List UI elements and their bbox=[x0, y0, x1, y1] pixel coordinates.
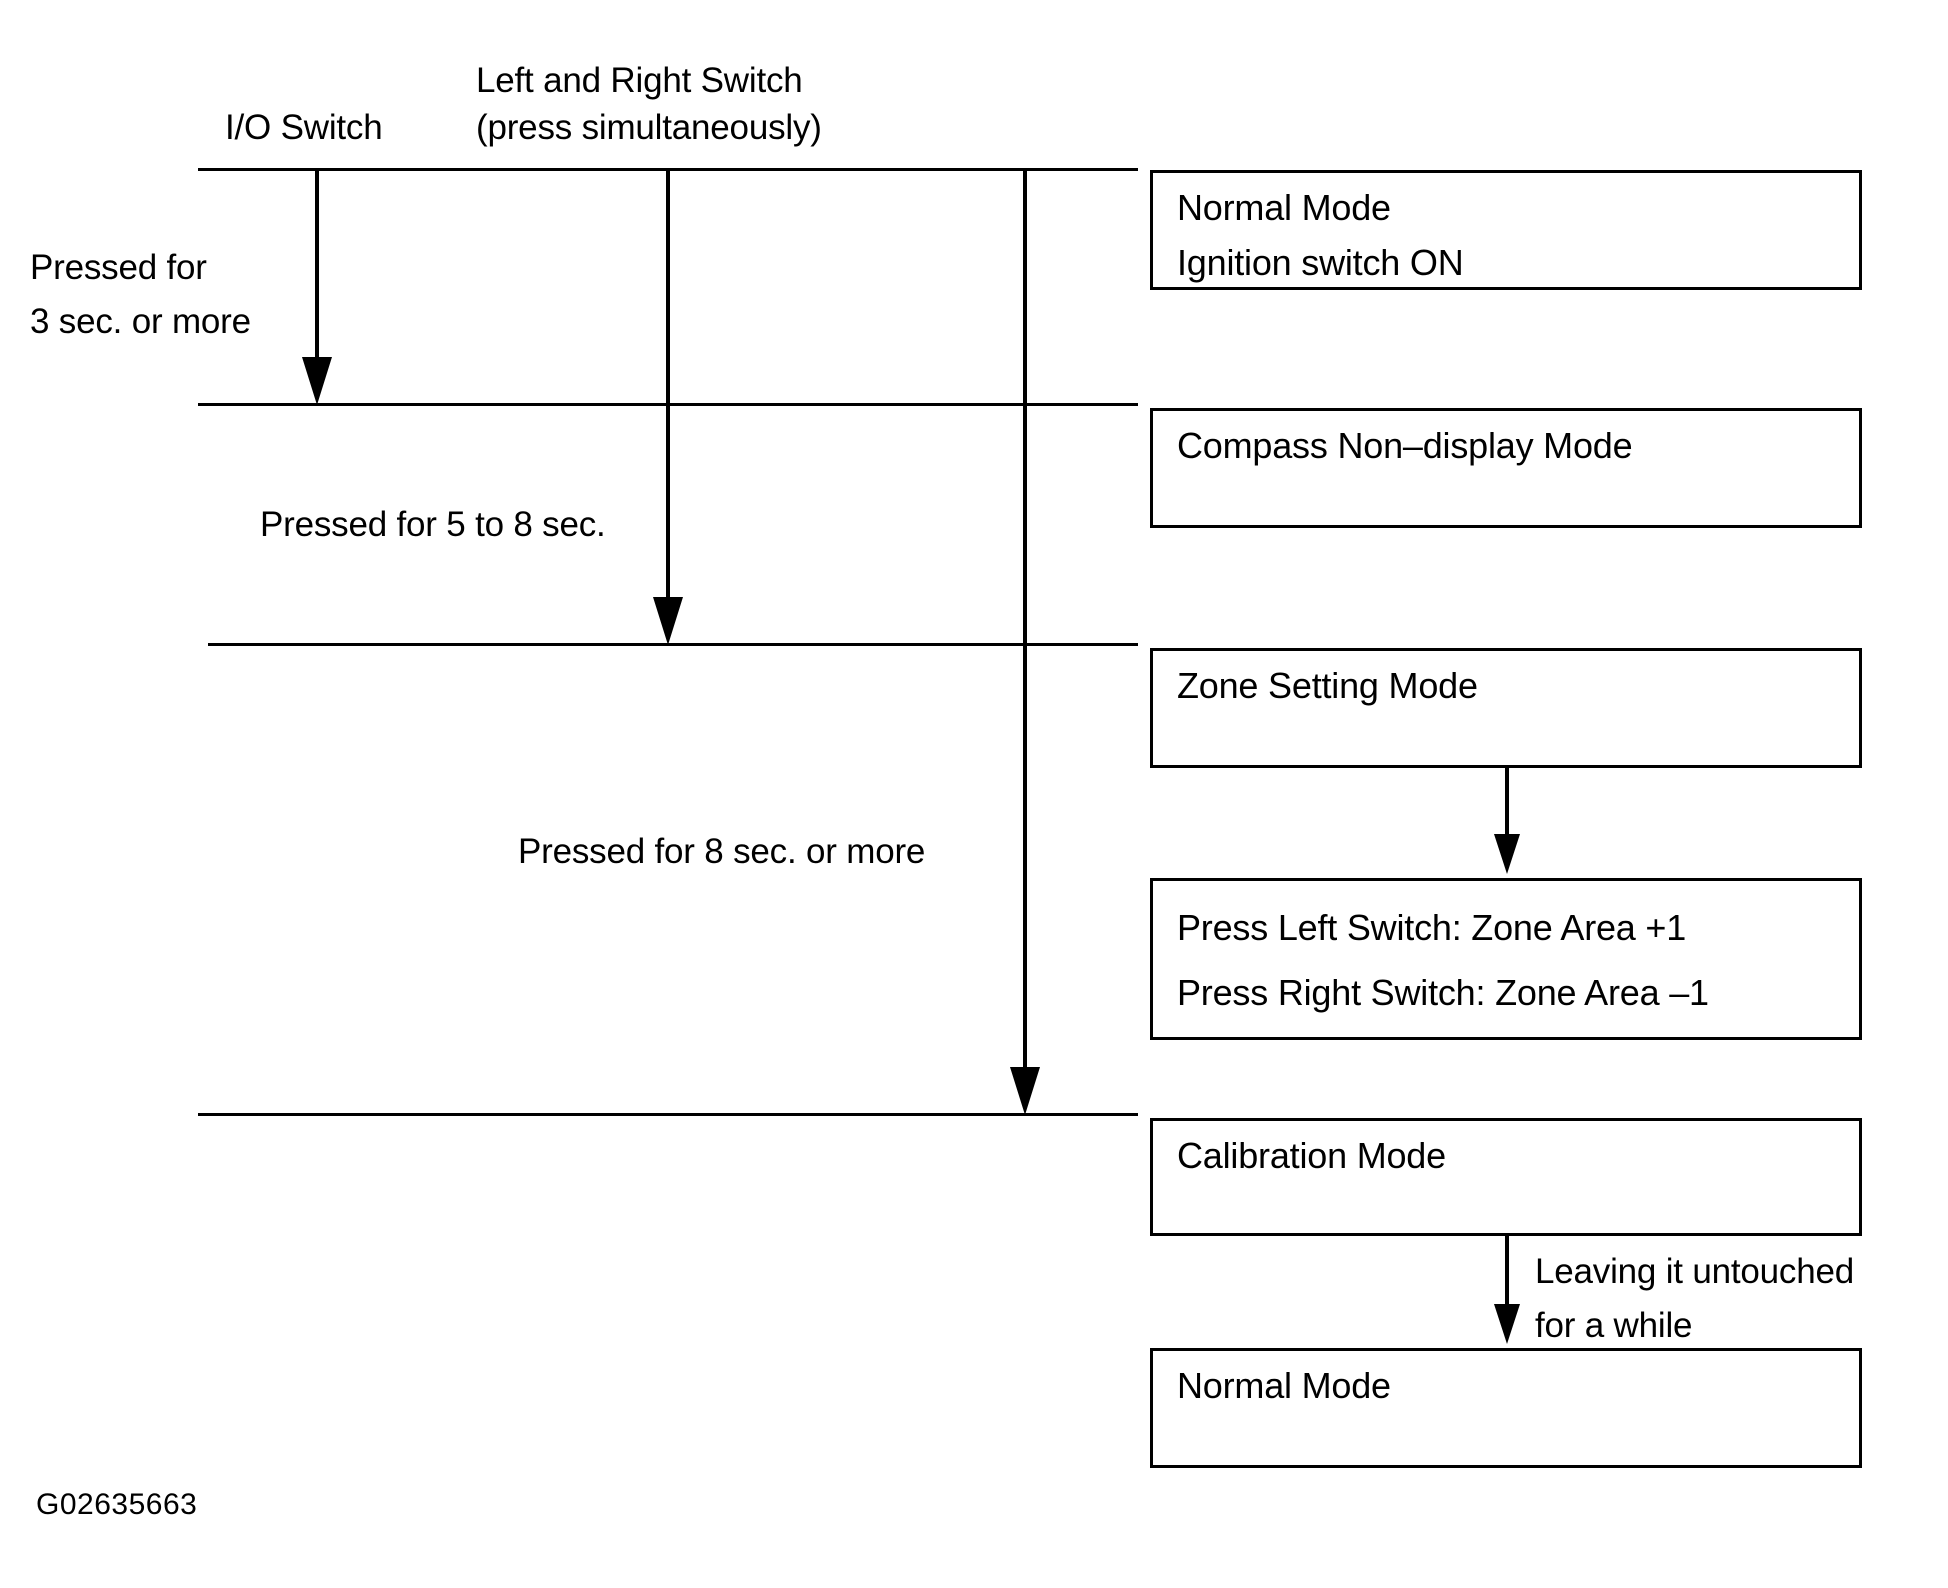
calibration-line1: Calibration Mode bbox=[1177, 1135, 1446, 1176]
left-right-5to8-arrowhead-icon bbox=[653, 597, 683, 645]
mode-box-zone-area-adjust: Press Left Switch: Zone Area +1 Press Ri… bbox=[1150, 878, 1862, 1040]
left-right-switch-header-line2: (press simultaneously) bbox=[476, 108, 822, 147]
press-3sec-label-line2: 3 sec. or more bbox=[30, 302, 251, 341]
calibration-to-normal-line bbox=[1505, 1236, 1509, 1308]
zone-setting-to-zone-area-line bbox=[1505, 768, 1509, 838]
zone-setting-to-zone-area-arrowhead-icon bbox=[1494, 834, 1520, 874]
press-3sec-label-line1: Pressed for bbox=[30, 248, 207, 287]
mode-box-normal-mode-initial: Normal Mode Ignition switch ON bbox=[1150, 170, 1862, 290]
io-switch-arrowhead-icon bbox=[302, 357, 332, 405]
compass-non-display-line1: Compass Non–display Mode bbox=[1177, 425, 1633, 466]
mode-box-normal-mode-final: Normal Mode bbox=[1150, 1348, 1862, 1468]
normal-mode-initial-line2: Ignition switch ON bbox=[1177, 242, 1464, 283]
leave-untouched-label-line2: for a while bbox=[1535, 1306, 1693, 1345]
left-right-switch-header-line1: Left and Right Switch bbox=[476, 61, 803, 100]
mode-box-zone-setting: Zone Setting Mode bbox=[1150, 648, 1862, 768]
io-switch-line bbox=[315, 168, 319, 363]
divider-calibration bbox=[198, 1113, 1138, 1116]
figure-id-code: G02635663 bbox=[36, 1488, 198, 1521]
mode-box-compass-non-display: Compass Non–display Mode bbox=[1150, 408, 1862, 528]
io-switch-header: I/O Switch bbox=[225, 108, 383, 147]
normal-mode-initial-line1: Normal Mode bbox=[1177, 187, 1391, 228]
calibration-to-normal-arrowhead-icon bbox=[1494, 1304, 1520, 1344]
leave-untouched-label-line1: Leaving it untouched bbox=[1535, 1252, 1855, 1291]
zone-setting-line1: Zone Setting Mode bbox=[1177, 665, 1478, 706]
left-right-switch-line-5to8 bbox=[666, 168, 670, 603]
mode-box-calibration: Calibration Mode bbox=[1150, 1118, 1862, 1236]
press-5to8sec-label: Pressed for 5 to 8 sec. bbox=[260, 505, 606, 544]
left-right-switch-line-8ormore bbox=[1023, 168, 1027, 1073]
zone-area-adjust-line2: Press Right Switch: Zone Area –1 bbox=[1177, 972, 1709, 1013]
zone-area-adjust-line1: Press Left Switch: Zone Area +1 bbox=[1177, 907, 1687, 948]
left-right-8ormore-arrowhead-icon bbox=[1010, 1067, 1040, 1115]
normal-mode-final-line1: Normal Mode bbox=[1177, 1365, 1391, 1406]
press-8sec-or-more-label: Pressed for 8 sec. or more bbox=[518, 832, 926, 871]
